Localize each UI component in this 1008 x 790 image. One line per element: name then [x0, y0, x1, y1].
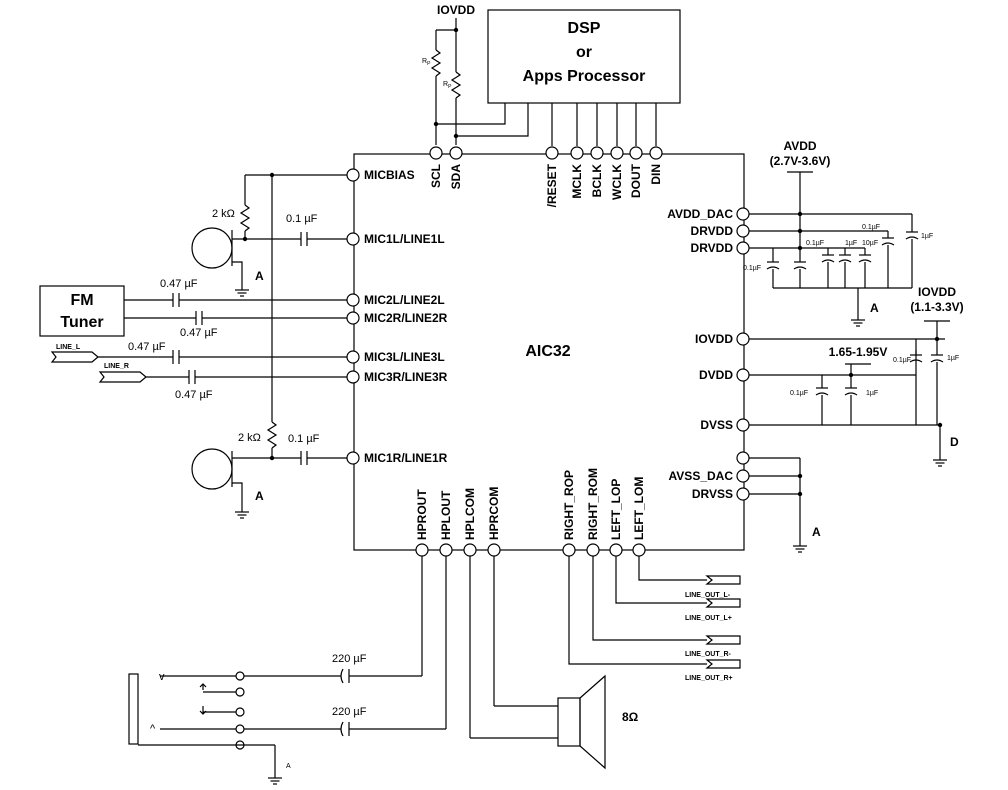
- pin-dout: DOUT: [629, 163, 643, 198]
- pin-hprcom: HPRCOM: [487, 487, 501, 540]
- pin-mic3r: MIC3R/LINE3R: [364, 370, 448, 384]
- top-pins: SCL SDA /RESET MCLK BCLK WCLK DOUT DIN: [429, 146, 663, 207]
- microphone-left: [191, 227, 233, 269]
- avdd-decoupling-caps: [766, 214, 919, 327]
- jack-mark-v: v: [159, 671, 165, 683]
- ground-a-mic2: A: [255, 489, 264, 503]
- chip-label: AIC32: [525, 343, 570, 360]
- pin-bclk: BCLK: [590, 164, 604, 198]
- line-r-connector: [98, 371, 147, 383]
- mic2-res-label: 2 kΩ: [238, 432, 261, 444]
- iovdd-right-label: IOVDD: [918, 285, 956, 299]
- mic-bias-resistor-left: [239, 204, 251, 232]
- pin-mclk: MCLK: [570, 164, 584, 199]
- line-l-connector: [50, 351, 99, 363]
- hp-cap-label-2: 220 µF: [332, 706, 367, 718]
- line-out-l-minus: LINE_OUT_L-: [685, 592, 731, 599]
- jack-mark-caret: ^: [150, 723, 156, 735]
- ground-a-avdd: A: [870, 301, 879, 315]
- iovdd-range-label: (1.1-3.3V): [910, 300, 963, 314]
- processor-line3: Apps Processor: [523, 68, 646, 85]
- mic-bias-resistor-right: [266, 421, 278, 449]
- pin-mic2r: MIC2R/LINE2R: [364, 311, 448, 325]
- pin-mic1r: MIC1R/LINE1R: [364, 451, 448, 465]
- pin-drvdd-2: DRVDD: [691, 241, 734, 255]
- pin-wclk: WCLK: [610, 164, 624, 200]
- pin-scl: SCL: [429, 164, 443, 188]
- dvdd-range-label: 1.65-1.95V: [829, 345, 888, 359]
- line-out-l-plus: LINE_OUT_L+: [685, 615, 732, 622]
- pin-mic3l: MIC3L/LINE3L: [364, 350, 445, 364]
- line-l-label: LINE_L: [56, 344, 81, 351]
- pin-mic2l: MIC2L/LINE2L: [364, 293, 445, 307]
- pin-hprout: HPROUT: [415, 489, 429, 540]
- pin-sda: SDA: [449, 164, 463, 190]
- fm-tuner-line2: Tuner: [60, 314, 103, 331]
- cap-label-10: 10µF: [862, 240, 878, 247]
- ground-a-avss: A: [812, 525, 821, 539]
- pin-right-rom: RIGHT_ROM: [586, 468, 600, 540]
- ground-a-mic1: A: [255, 269, 264, 283]
- line-cap-label-1: 0.47 µF: [128, 341, 166, 353]
- speaker-label: 8Ω: [622, 710, 639, 724]
- avdd-label: AVDD: [783, 139, 816, 153]
- mic1-cap-label: 0.1 µF: [286, 213, 318, 225]
- line-out-r-minus: LINE_OUT_R-: [685, 651, 732, 658]
- cap-label-1b: 1µF: [921, 233, 933, 240]
- iovdd-top-label: IOVDD: [437, 3, 475, 17]
- fm-cap-label-1: 0.47 µF: [160, 278, 198, 290]
- left-pins: MICBIAS MIC1L/LINE1L MIC2L/LINE2L MIC2R/…: [346, 168, 448, 465]
- pullup-resistor-scl: [430, 49, 442, 77]
- hp-cap-label-1: 220 µF: [332, 653, 367, 665]
- cap-label-01e: 0.1µF: [790, 390, 808, 397]
- pin-left-lop: LEFT_LOP: [609, 479, 623, 540]
- avdd-range-label: (2.7V-3.6V): [770, 154, 831, 168]
- pin-dvss: DVSS: [700, 418, 733, 432]
- pullup-resistor-sda: [450, 71, 462, 99]
- fm-tuner-line1: FM: [70, 292, 93, 309]
- pin-din: DIN: [649, 164, 663, 185]
- processor-line2: or: [576, 44, 592, 61]
- mic1-res-label: 2 kΩ: [212, 208, 235, 220]
- pin-avss-dac: AVSS_DAC: [669, 469, 734, 483]
- cap-label-01d: 0.1µF: [893, 357, 911, 364]
- cap-label-1d: 1µF: [866, 390, 878, 397]
- rp1-label: RP: [422, 58, 431, 67]
- fm-cap-label-2: 0.47 µF: [180, 327, 218, 339]
- pin-hplout: HPLOUT: [439, 490, 453, 540]
- pin-drvdd-1: DRVDD: [691, 224, 734, 238]
- line-out-connectors: [705, 575, 741, 669]
- bottom-pins: HPROUT HPLOUT HPLCOM HPRCOM RIGHT_ROP RI…: [415, 468, 646, 557]
- ground-d: D: [950, 435, 959, 449]
- pin-dvdd: DVDD: [699, 368, 733, 382]
- pin-right-rop: RIGHT_ROP: [562, 470, 576, 540]
- right-pins: AVDD_DAC DRVDD DRVDD IOVDD DVDD DVSS AVS…: [667, 207, 750, 501]
- cap-label-01b: 0.1µF: [806, 240, 824, 247]
- cap-label-1c: 1µF: [947, 355, 959, 362]
- pin-left-lom: LEFT_LOM: [632, 477, 646, 540]
- fm-tuner-block: [39, 285, 125, 337]
- line-r-label: LINE_R: [104, 363, 129, 370]
- speaker-8ohm: [557, 674, 606, 770]
- mic2-cap-label: 0.1 µF: [288, 433, 320, 445]
- pin-iovdd: IOVDD: [695, 332, 733, 346]
- dsp-processor-block: [487, 9, 681, 104]
- pin-avdd-dac: AVDD_DAC: [667, 207, 733, 221]
- cap-label-1a: 1µF: [845, 240, 857, 247]
- pin-micbias: MICBIAS: [364, 168, 415, 182]
- headphone-jack: v ^ A: [128, 671, 291, 785]
- pin-hplcom: HPLCOM: [463, 488, 477, 540]
- cap-label-01a: 0.1µF: [743, 265, 761, 272]
- processor-line1: DSP: [568, 20, 601, 37]
- microphone-right: [191, 448, 233, 490]
- line-cap-label-2: 0.47 µF: [175, 389, 213, 401]
- pin-drvss: DRVSS: [692, 487, 733, 501]
- pin-reset: /RESET: [545, 163, 559, 207]
- line-out-r-plus: LINE_OUT_R+: [685, 675, 733, 682]
- rp2-label: RP: [443, 81, 452, 90]
- cap-label-01c: 0.1µF: [862, 224, 880, 231]
- pin-mic1l: MIC1L/LINE1L: [364, 232, 445, 246]
- ground-a-jack: A: [286, 763, 291, 770]
